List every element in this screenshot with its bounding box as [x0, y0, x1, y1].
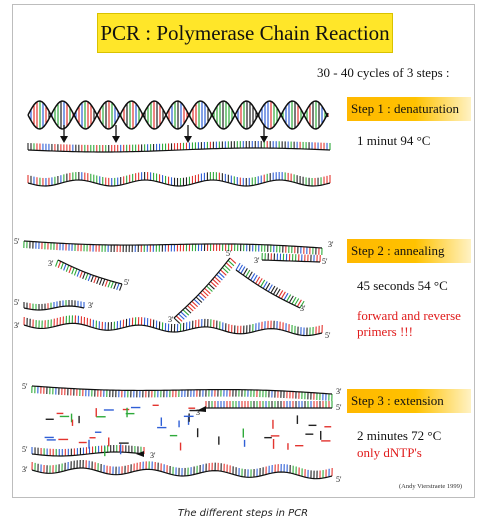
- free-dntps: [44, 404, 332, 457]
- end-label-three-prime: 3': [168, 315, 174, 324]
- step2-diagonal-right: [235, 262, 305, 309]
- end-label-three-prime: 3': [196, 408, 202, 417]
- step2-fragment-left: [55, 259, 123, 291]
- end-label-five-prime: 5': [124, 278, 130, 287]
- figure-caption: The different steps in PCR: [177, 508, 309, 519]
- step-1-label: Step 1 : denaturation: [351, 101, 459, 116]
- end-label-five-prime: 5': [14, 237, 20, 246]
- step2-template-bottom: [23, 315, 323, 337]
- end-label-three-prime: 3': [22, 465, 28, 474]
- step-1-label-box: Step 1 : denaturation: [347, 97, 471, 121]
- arrow-2: [112, 125, 120, 143]
- end-label-three-prime: 3': [48, 259, 54, 268]
- diagram-frame: PCR : Polymerase Chain Reaction 30 - 40 …: [12, 4, 475, 498]
- title-banner: PCR : Polymerase Chain Reaction: [97, 13, 393, 53]
- cycles-text: 30 - 40 cycles of 3 steps :: [317, 65, 450, 80]
- extension-arrow-2: [136, 451, 144, 457]
- end-label-three-prime: 3': [328, 240, 334, 249]
- strand-end-labels: 5'3'3'5'3'5'5'3'3'5'3'3'5'5'3'3'5'5'3'3'…: [14, 237, 342, 484]
- step-2-note-line-2: primers !!!: [357, 324, 413, 339]
- step2-primer-left: [23, 300, 85, 311]
- step3-template-bottom: [31, 460, 333, 480]
- end-label-three-prime: 3': [300, 304, 306, 313]
- title-text: PCR : Polymerase Chain Reaction: [100, 20, 390, 45]
- step-1-condition: 1 minut 94 °C: [357, 133, 431, 148]
- arrow-3: [184, 125, 192, 143]
- step2-diagonal-left: [173, 257, 237, 324]
- step-2-note: forward and reverse primers !!!: [357, 308, 461, 340]
- step1-strand-bottom: [27, 172, 331, 187]
- step-2-label-box: Step 2 : annealing: [347, 239, 471, 263]
- end-label-five-prime: 5': [336, 475, 342, 484]
- arrow-1: [60, 125, 68, 143]
- credit-text: (Andy Vierstraete 1999): [399, 483, 463, 490]
- end-label-five-prime: 5': [22, 382, 28, 391]
- step2-fragment-right: [261, 252, 321, 263]
- step-2-condition: 45 seconds 54 °C: [357, 278, 448, 293]
- end-label-three-prime: 3': [150, 451, 156, 460]
- dna-strands: [23, 100, 333, 480]
- end-label-three-prime: 3': [14, 321, 20, 330]
- end-label-five-prime: 5': [325, 331, 331, 340]
- double-helix: [27, 100, 329, 130]
- end-label-five-prime: 5': [322, 257, 328, 266]
- end-label-five-prime: 5': [226, 249, 232, 258]
- step3-new-top: [205, 401, 333, 409]
- end-label-five-prime: 5': [336, 403, 342, 412]
- end-label-five-prime: 5': [22, 445, 28, 454]
- step1-strand-top: [27, 141, 331, 153]
- step3-new-bottom: [31, 445, 145, 457]
- step-2-note-line-1: forward and reverse: [357, 308, 461, 323]
- pcr-illustration: 5'3'3'5'3'5'5'3'3'5'3'3'5'5'3'3'5'5'3'3'…: [14, 100, 342, 484]
- end-label-three-prime: 3': [254, 256, 260, 265]
- step-3-note: only dNTP's: [357, 445, 422, 461]
- step-3-condition: 2 minutes 72 °C: [357, 428, 442, 443]
- step3-template-top: [31, 385, 333, 402]
- end-label-three-prime: 3': [88, 301, 94, 310]
- end-label-three-prime: 3': [336, 387, 342, 396]
- step-3-label-box: Step 3 : extension: [347, 389, 471, 413]
- step2-template-top: [23, 240, 323, 256]
- arrow-4: [260, 125, 268, 143]
- step-3-note-line-1: only dNTP's: [357, 445, 422, 460]
- step-2-label: Step 2 : annealing: [351, 243, 445, 258]
- step-3-label: Step 3 : extension: [351, 393, 444, 408]
- denaturation-arrows: [60, 125, 268, 457]
- end-label-five-prime: 5': [14, 298, 20, 307]
